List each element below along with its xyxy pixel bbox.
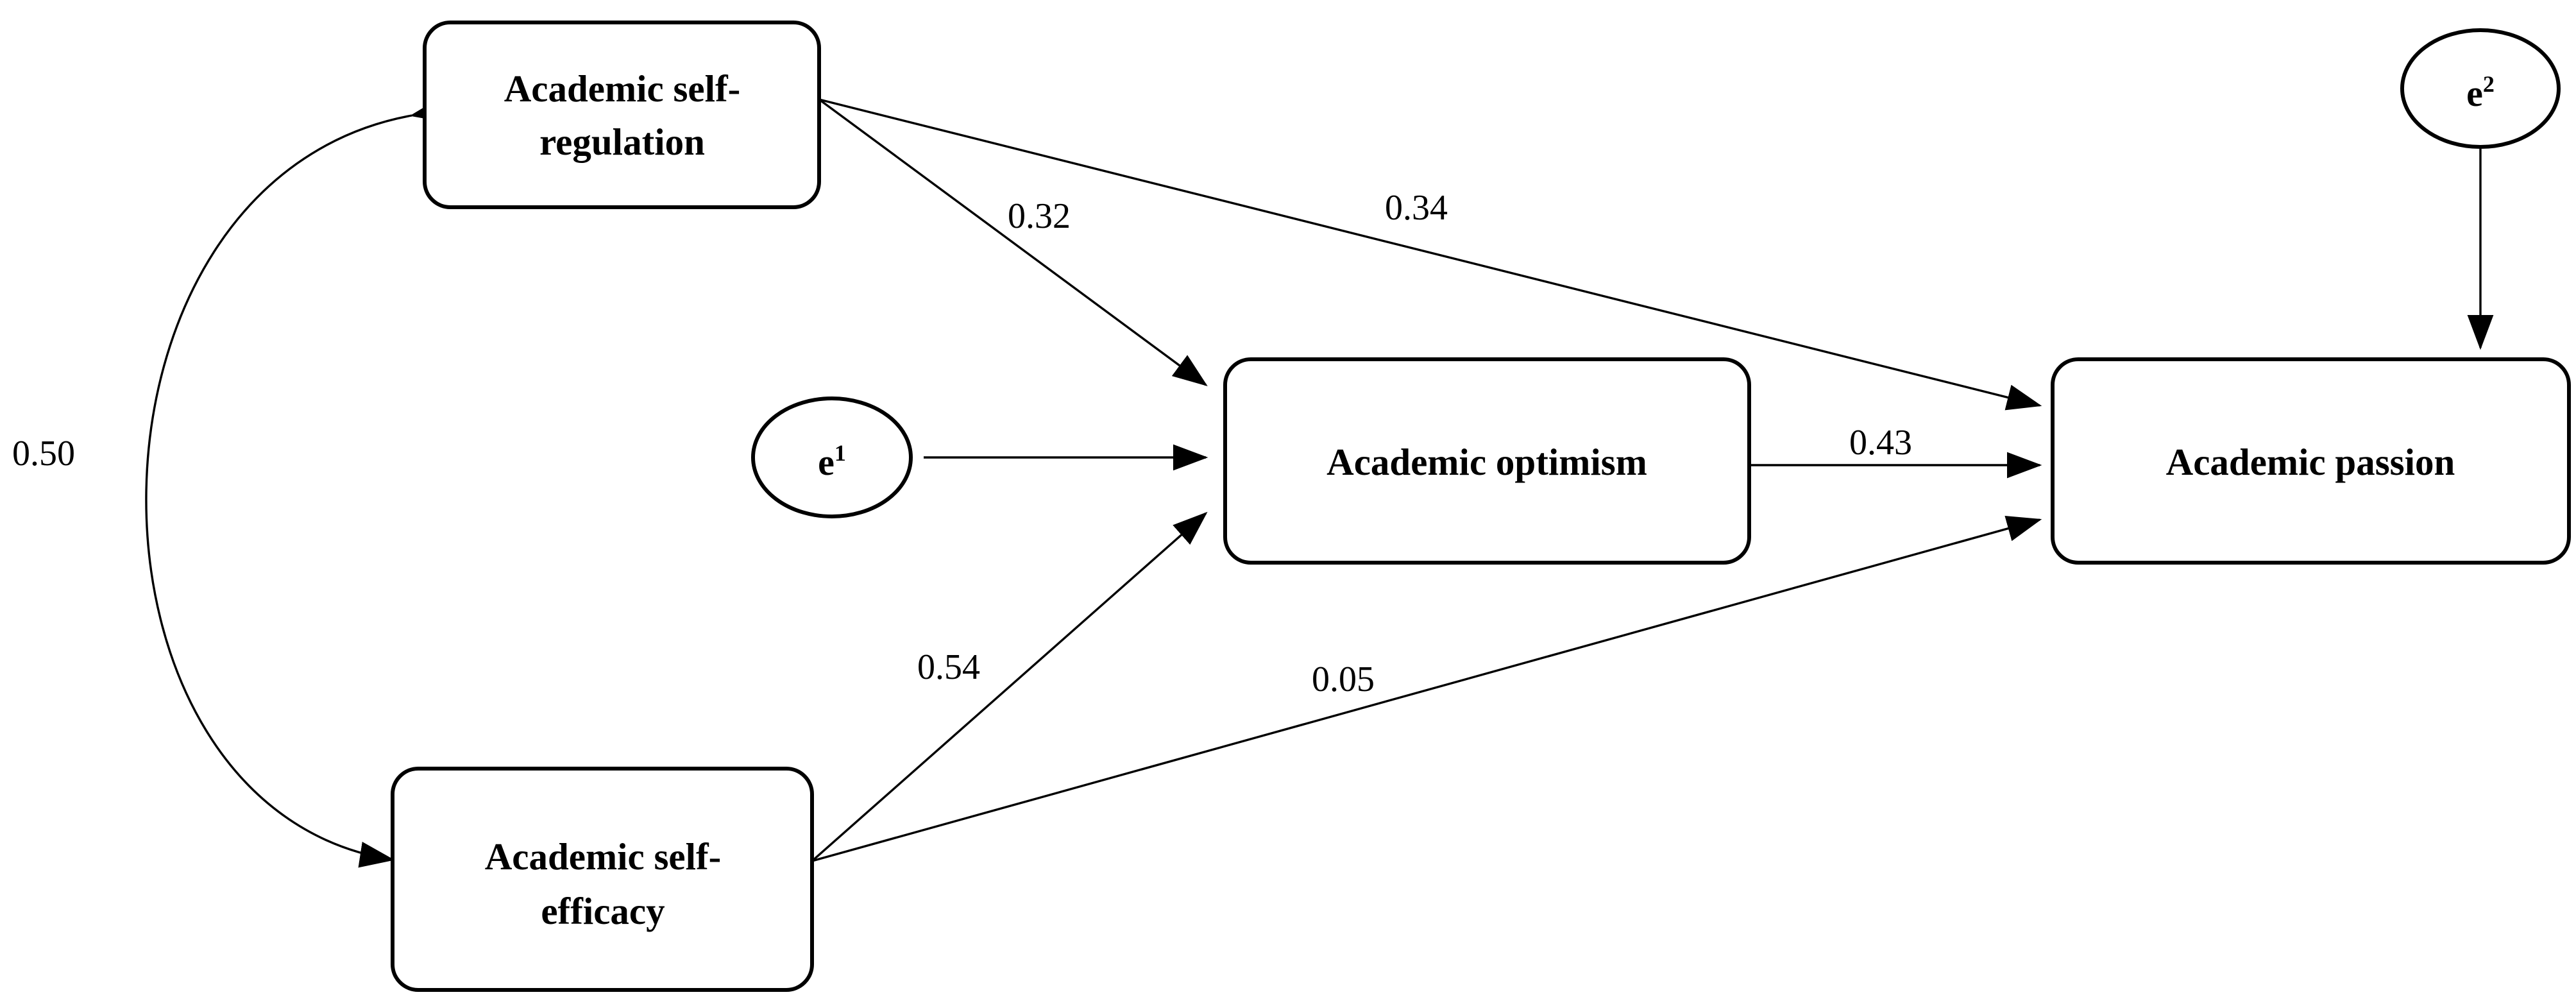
node-label: Academic passion (2166, 441, 2455, 483)
path-arrow-efficacy-to-optimism (811, 511, 1208, 862)
coefficient-labels: 0.32 0.34 0.54 0.05 0.43 0.50 (12, 188, 1912, 699)
coef-efficacy-to-optimism: 0.54 (917, 647, 980, 687)
node-self-efficacy: Academic self- efficacy (391, 767, 814, 992)
node-passion: Academic passion (2051, 357, 2571, 565)
node-box (423, 21, 821, 209)
error-label: e1 (818, 440, 846, 483)
node-label-line-2: regulation (539, 121, 705, 163)
error-term-e2: e2 (2400, 28, 2561, 149)
coef-regulation-to-passion: 0.34 (1385, 188, 1448, 228)
error-label: e2 (2466, 71, 2495, 114)
node-label-line-1: Academic self- (485, 835, 722, 878)
error-term-e1: e1 (751, 396, 913, 518)
coef-efficacy-to-passion: 0.05 (1312, 660, 1375, 699)
node-box (1223, 357, 1751, 565)
node-label-line-2: efficacy (541, 890, 665, 932)
covariance-arc-regulation-efficacy (145, 96, 446, 868)
edges (145, 96, 2494, 868)
node-box (2051, 357, 2571, 565)
node-label: Academic optimism (1326, 441, 1647, 483)
node-box (391, 767, 814, 992)
coef-covariance: 0.50 (12, 434, 75, 473)
node-self-regulation: Academic self- regulation (423, 21, 821, 209)
node-optimism: Academic optimism (1223, 357, 1751, 565)
path-arrow-regulation-to-optimism (818, 98, 1208, 387)
coef-regulation-to-optimism: 0.32 (1008, 196, 1071, 236)
error-ellipse (751, 396, 913, 518)
coef-optimism-to-passion: 0.43 (1849, 423, 1912, 463)
path-arrow-efficacy-to-passion (811, 516, 2042, 862)
error-ellipse (2400, 28, 2561, 149)
path-arrow-regulation-to-passion (818, 98, 2042, 411)
node-label-line-1: Academic self- (504, 67, 741, 110)
